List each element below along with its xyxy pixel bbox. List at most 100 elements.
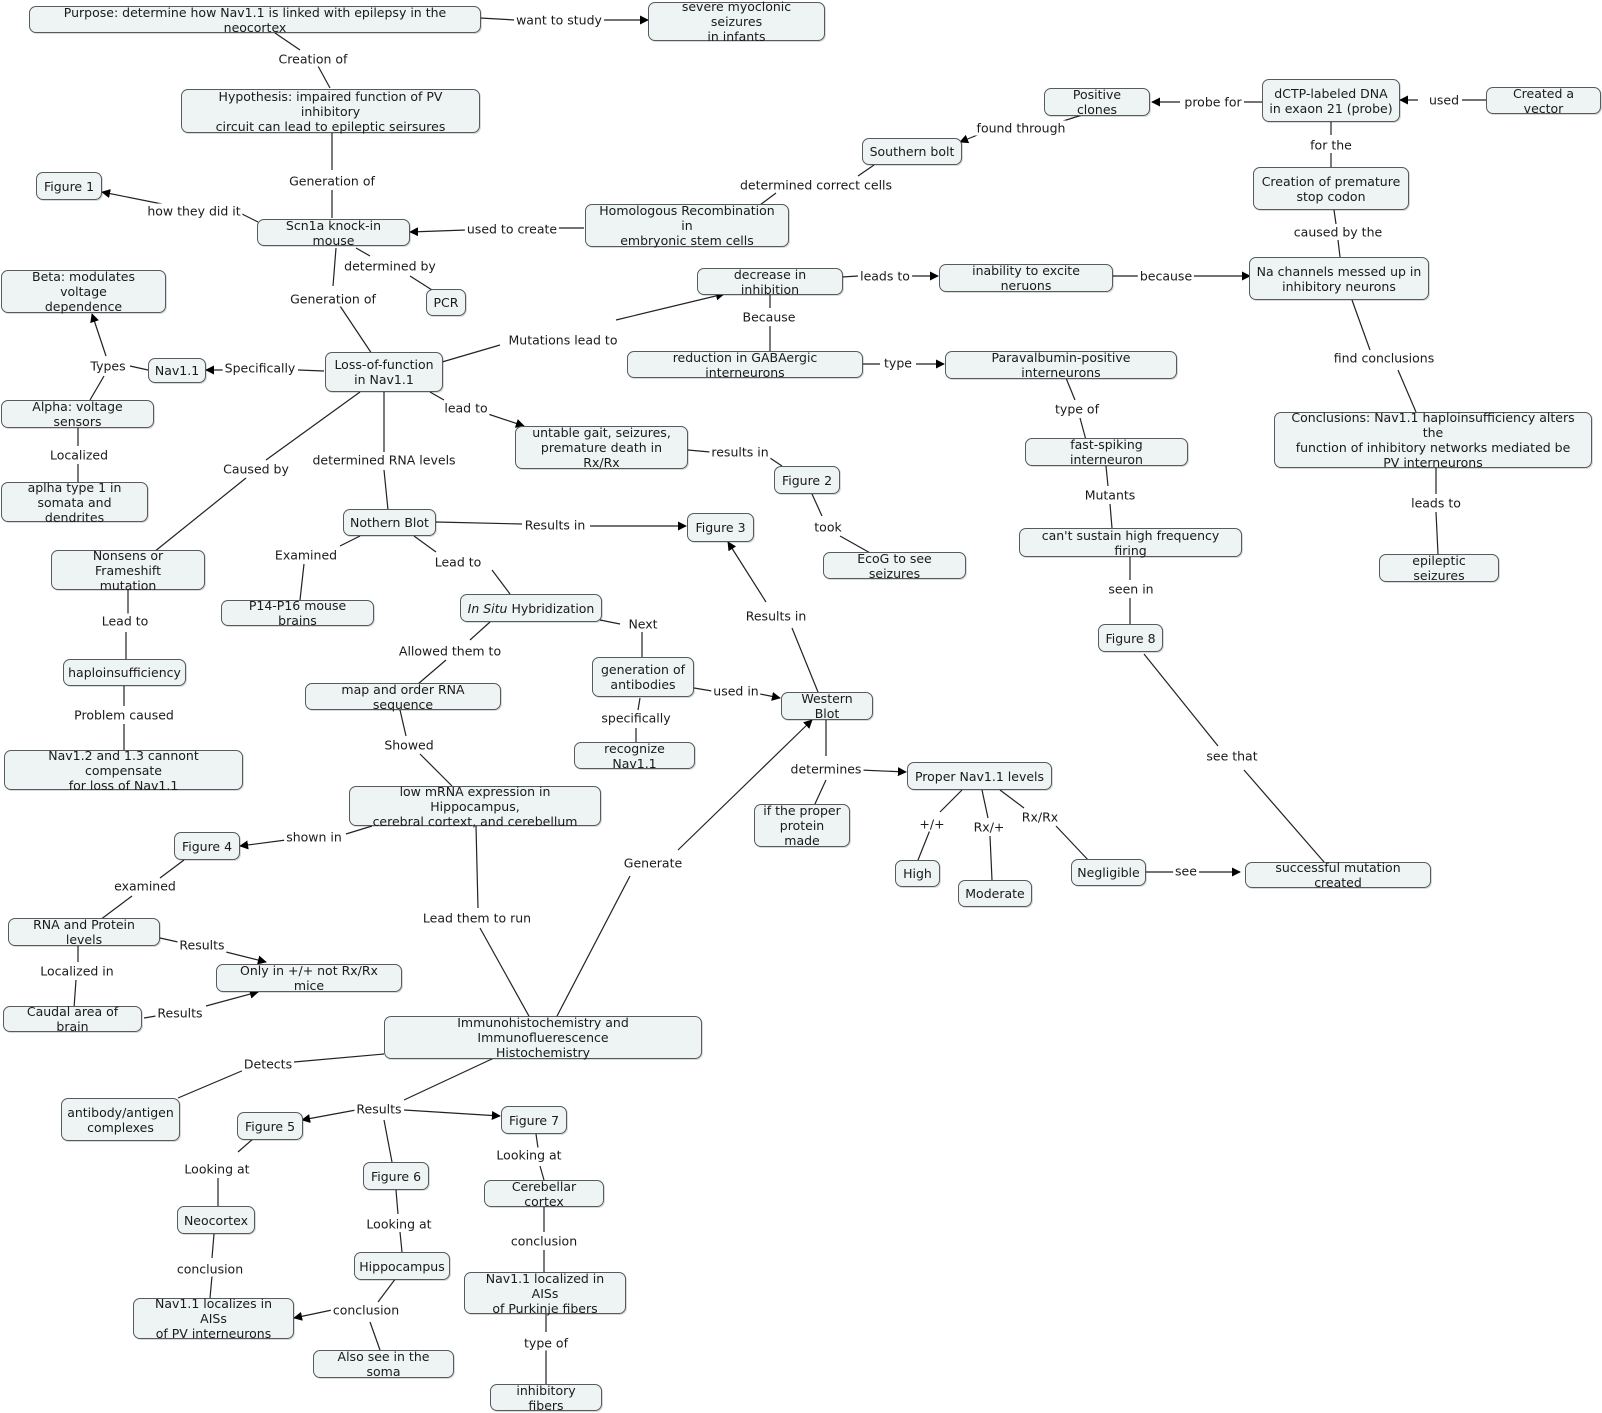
node-western-blot[interactable]: Western Blot	[781, 691, 873, 721]
node-severe-seizures[interactable]: severe myoclonic seizures in infants	[648, 0, 825, 44]
edge-rna-only	[159, 937, 179, 943]
label-used: used	[1426, 92, 1462, 108]
node-figure1[interactable]: Figure 1	[36, 172, 102, 200]
node-cerebellar-cortex[interactable]: Cerebellar cortex	[484, 1179, 604, 1209]
node-also-soma[interactable]: Also see in the soma	[313, 1349, 454, 1379]
node-p14[interactable]: P14-P16 mouse brains	[221, 598, 374, 628]
node-figure7[interactable]: Figure 7	[501, 1106, 567, 1134]
edge-fig4-rna	[159, 859, 185, 879]
node-conclusions[interactable]: Conclusions: Nav1.1 haploinsufficiency a…	[1274, 410, 1592, 470]
node-only-in[interactable]: Only in +/+ not Rx/Rx mice	[216, 963, 402, 993]
label-conclusion-2: conclusion	[174, 1261, 246, 1277]
edge-res-fig7-arrow	[403, 1109, 501, 1120]
node-nav11-aiss-pv[interactable]: Nav1.1 localizes in AISs of PV interneur…	[133, 1296, 294, 1341]
node-antibody-antigen[interactable]: antibody/antigen complexes	[61, 1098, 180, 1141]
edge-caudal-only-arrow	[205, 989, 259, 1007]
node-nothern-blot[interactable]: Nothern Blot	[343, 509, 436, 536]
node-successful-mutation[interactable]: successful mutation created	[1245, 860, 1431, 890]
label-for-the: for the	[1308, 137, 1354, 153]
node-cant-sustain[interactable]: can't sustain high frequency firing	[1019, 528, 1242, 558]
edge-genab-rec	[637, 697, 641, 711]
node-figure2[interactable]: Figure 2	[774, 466, 840, 494]
node-if-proper[interactable]: if the proper protein made	[754, 803, 850, 848]
edge-neo-concl-b	[209, 1275, 213, 1299]
label-see: see	[1173, 863, 1199, 879]
node-hippocampus[interactable]: Hippocampus	[354, 1252, 450, 1280]
node-aplha-type1[interactable]: aplha type 1 in somata and dendrites	[1, 480, 148, 525]
node-in-situ[interactable]: In Situ Hybridization	[460, 594, 602, 622]
node-paravalbumin[interactable]: Paravalbumin-positive interneurons	[945, 350, 1177, 380]
edge-low-fig4-arrow	[239, 839, 287, 850]
edge-det-anti	[177, 1069, 245, 1099]
node-caudal[interactable]: Caudal area of brain	[3, 1004, 142, 1034]
node-scn1a[interactable]: Scn1a knock-in mouse	[257, 218, 410, 248]
edge-hip-concl	[377, 1277, 397, 1303]
edge-lof-nav11	[297, 369, 325, 372]
edge-see-succ	[1243, 769, 1325, 863]
label-results-1: Results	[177, 937, 227, 953]
node-homologous[interactable]: Homologous Recombination in embryonic st…	[585, 203, 789, 248]
node-moderate[interactable]: Moderate	[958, 880, 1032, 907]
label-took: took	[812, 519, 844, 535]
node-inhibitory-fibers[interactable]: inhibitory fibers	[490, 1383, 602, 1413]
node-untable-gait[interactable]: untable gait, seizures, premature death …	[515, 425, 688, 470]
edge-proper-mod-b	[989, 835, 993, 881]
node-proper-levels[interactable]: Proper Nav1.1 levels	[907, 762, 1052, 790]
node-hypothesis[interactable]: Hypothesis: impaired function of PV inhi…	[181, 89, 480, 134]
edge-south-homo	[857, 164, 875, 177]
node-recognize-nav11[interactable]: recognize Nav1.1	[574, 741, 695, 771]
node-generation-antibodies[interactable]: generation of antibodies	[592, 657, 694, 697]
edge-concl-epi-b	[1435, 511, 1439, 555]
node-figure8[interactable]: Figure 8	[1098, 624, 1163, 652]
node-beta[interactable]: Beta: modulates voltage dependence	[1, 269, 166, 314]
edge-insitu-next	[599, 619, 621, 625]
node-premature-stop[interactable]: Creation of premature stop codon	[1253, 167, 1409, 210]
node-purpose[interactable]: Purpose: determine how Nav1.1 is linked …	[29, 5, 481, 35]
node-fast-spiking[interactable]: fast-spiking interneuron	[1025, 437, 1188, 467]
edge-untable-fig2	[687, 449, 711, 453]
edge-lof-north-b	[383, 469, 389, 511]
node-low-mrna[interactable]: low mRNA expression in Hippocampus, cere…	[349, 784, 601, 829]
edge-caudal-only	[143, 1015, 157, 1019]
node-nav12-13[interactable]: Nav1.2 and 1.3 cannont compensate for lo…	[4, 748, 243, 793]
node-positive-clones[interactable]: Positive clones	[1044, 87, 1150, 117]
node-nav11-aiss-purkinje[interactable]: Nav1.1 localized in AISs of Purkinje fib…	[464, 1271, 626, 1316]
label-lead-to-2: Lead to	[432, 554, 484, 570]
label-determined-correct: determined correct cells	[737, 177, 895, 193]
label-mutants: Mutants	[1082, 487, 1138, 503]
edge-para-fast	[1065, 377, 1076, 401]
node-nav11[interactable]: Nav1.1	[148, 358, 206, 383]
edge-fig2-ecog	[811, 493, 823, 517]
in-situ-italic: In Situ	[467, 600, 508, 616]
edge-low-imm-b	[479, 927, 531, 1019]
node-haploinsufficiency[interactable]: haploinsufficiency	[63, 659, 186, 686]
node-high[interactable]: High	[895, 860, 940, 887]
edge-prem-na-b	[1337, 239, 1341, 258]
node-dctp[interactable]: dCTP-labeled DNA in exaon 21 (probe)	[1262, 79, 1400, 122]
node-ecog[interactable]: EcoG to see seizures	[823, 551, 966, 581]
node-created-vector[interactable]: Created a vector	[1486, 86, 1601, 116]
edge-prem-na	[1333, 209, 1337, 225]
node-immuno[interactable]: Immunohistochemistry and Immunoflueresce…	[384, 1015, 702, 1060]
node-loss-of-function[interactable]: Loss-of-function in Nav1.1	[325, 352, 443, 392]
node-inability[interactable]: inability to excite neruons	[939, 263, 1113, 293]
node-decrease-inhibition[interactable]: decrease in inhibition	[697, 267, 843, 297]
node-figure3[interactable]: Figure 3	[687, 513, 754, 542]
node-rna-protein[interactable]: RNA and Protein levels	[8, 917, 160, 947]
node-nonsens[interactable]: Nonsens or Frameshift mutation	[51, 548, 205, 593]
node-map-rna[interactable]: map and order RNA sequence	[305, 682, 501, 712]
label-used-in: used in	[711, 683, 761, 699]
node-figure4[interactable]: Figure 4	[174, 832, 240, 860]
node-na-channels[interactable]: Na channels messed up in inhibitory neur…	[1249, 257, 1429, 300]
node-reduction-gaba[interactable]: reduction in GABAergic interneurons	[627, 350, 863, 380]
node-epileptic-seizures[interactable]: epileptic seizures	[1379, 553, 1499, 583]
node-alpha[interactable]: Alpha: voltage sensors	[1, 399, 154, 429]
node-negligible[interactable]: Negligible	[1071, 859, 1146, 886]
node-southern-bolt[interactable]: Southern bolt	[862, 138, 962, 165]
node-neocortex[interactable]: Neocortex	[177, 1206, 255, 1234]
node-figure6[interactable]: Figure 6	[363, 1162, 429, 1190]
node-figure5[interactable]: Figure 5	[237, 1112, 303, 1140]
label-rx-plus: Rx/+	[971, 819, 1007, 835]
node-pcr[interactable]: PCR	[426, 289, 466, 316]
